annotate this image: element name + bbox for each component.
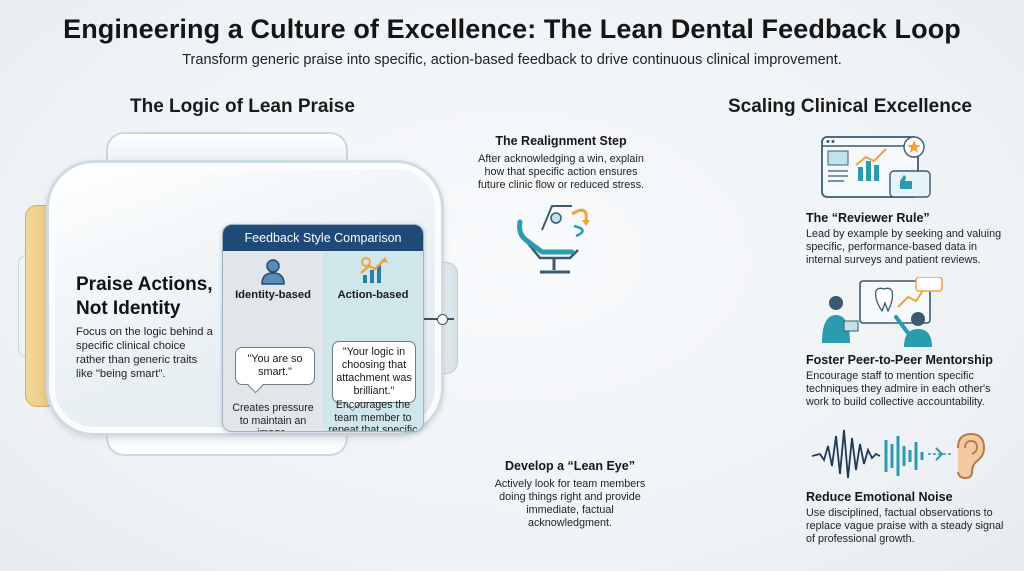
- connector-dot: [437, 314, 448, 325]
- page-title: Engineering a Culture of Excellence: The…: [63, 14, 961, 44]
- mentorship-icon: [822, 277, 943, 347]
- reviewer-rule-text: Lead by example by seeking and valuing s…: [806, 228, 1002, 266]
- praise-title-line2: Not Identity: [76, 298, 181, 319]
- identity-column: Identity-based "You are so smart." Creat…: [223, 251, 323, 431]
- emotional-noise-title: Reduce Emotional Noise: [806, 490, 953, 504]
- dental-chair-icon: [517, 205, 590, 274]
- growth-chart-icon: [360, 257, 388, 283]
- action-note: Encourages the team member to repeat tha…: [328, 399, 418, 432]
- feedback-comparison-card: Feedback Style Comparison Identity-based…: [222, 224, 424, 432]
- realignment-step-text: After acknowledging a win, explain how t…: [477, 153, 645, 191]
- identity-quote-bubble: "You are so smart.": [235, 347, 315, 385]
- lean-eye-title: Develop a “Lean Eye”: [505, 459, 635, 473]
- emotional-noise-text: Use disciplined, factual observations to…: [806, 507, 1004, 545]
- peer-mentorship-title: Foster Peer-to-Peer Mentorship: [806, 353, 993, 367]
- praise-actions-title: Praise Actions, Not Identity: [76, 273, 213, 321]
- praise-title-line1: Praise Actions,: [76, 274, 213, 295]
- page-subtitle: Transform generic praise into specific, …: [182, 52, 842, 68]
- identity-note: Creates pressure to maintain an image.: [232, 402, 314, 431]
- dashboard-icon: [821, 136, 931, 198]
- praise-description: Focus on the logic behind a specific cli…: [76, 326, 213, 380]
- action-label: Action-based: [337, 289, 409, 301]
- identity-label: Identity-based: [235, 289, 311, 301]
- person-icon: [261, 259, 285, 285]
- realignment-step-title: The Realignment Step: [495, 134, 627, 148]
- sound-wave-icon: [812, 429, 952, 479]
- left-section-heading: The Logic of Lean Praise: [130, 96, 355, 117]
- reviewer-rule-title: The “Reviewer Rule”: [806, 211, 930, 225]
- right-section-heading: Scaling Clinical Excellence: [728, 96, 972, 117]
- peer-mentorship-text: Encourage staff to mention specific tech…: [806, 370, 991, 408]
- lean-eye-text: Actively look for team members doing thi…: [494, 478, 646, 529]
- action-column: Action-based "Your logic in choosing tha…: [323, 251, 423, 431]
- ear-icon: [957, 432, 986, 480]
- comparison-header: Feedback Style Comparison: [223, 225, 423, 251]
- action-quote-bubble: "Your logic in choosing that attachment …: [332, 341, 416, 403]
